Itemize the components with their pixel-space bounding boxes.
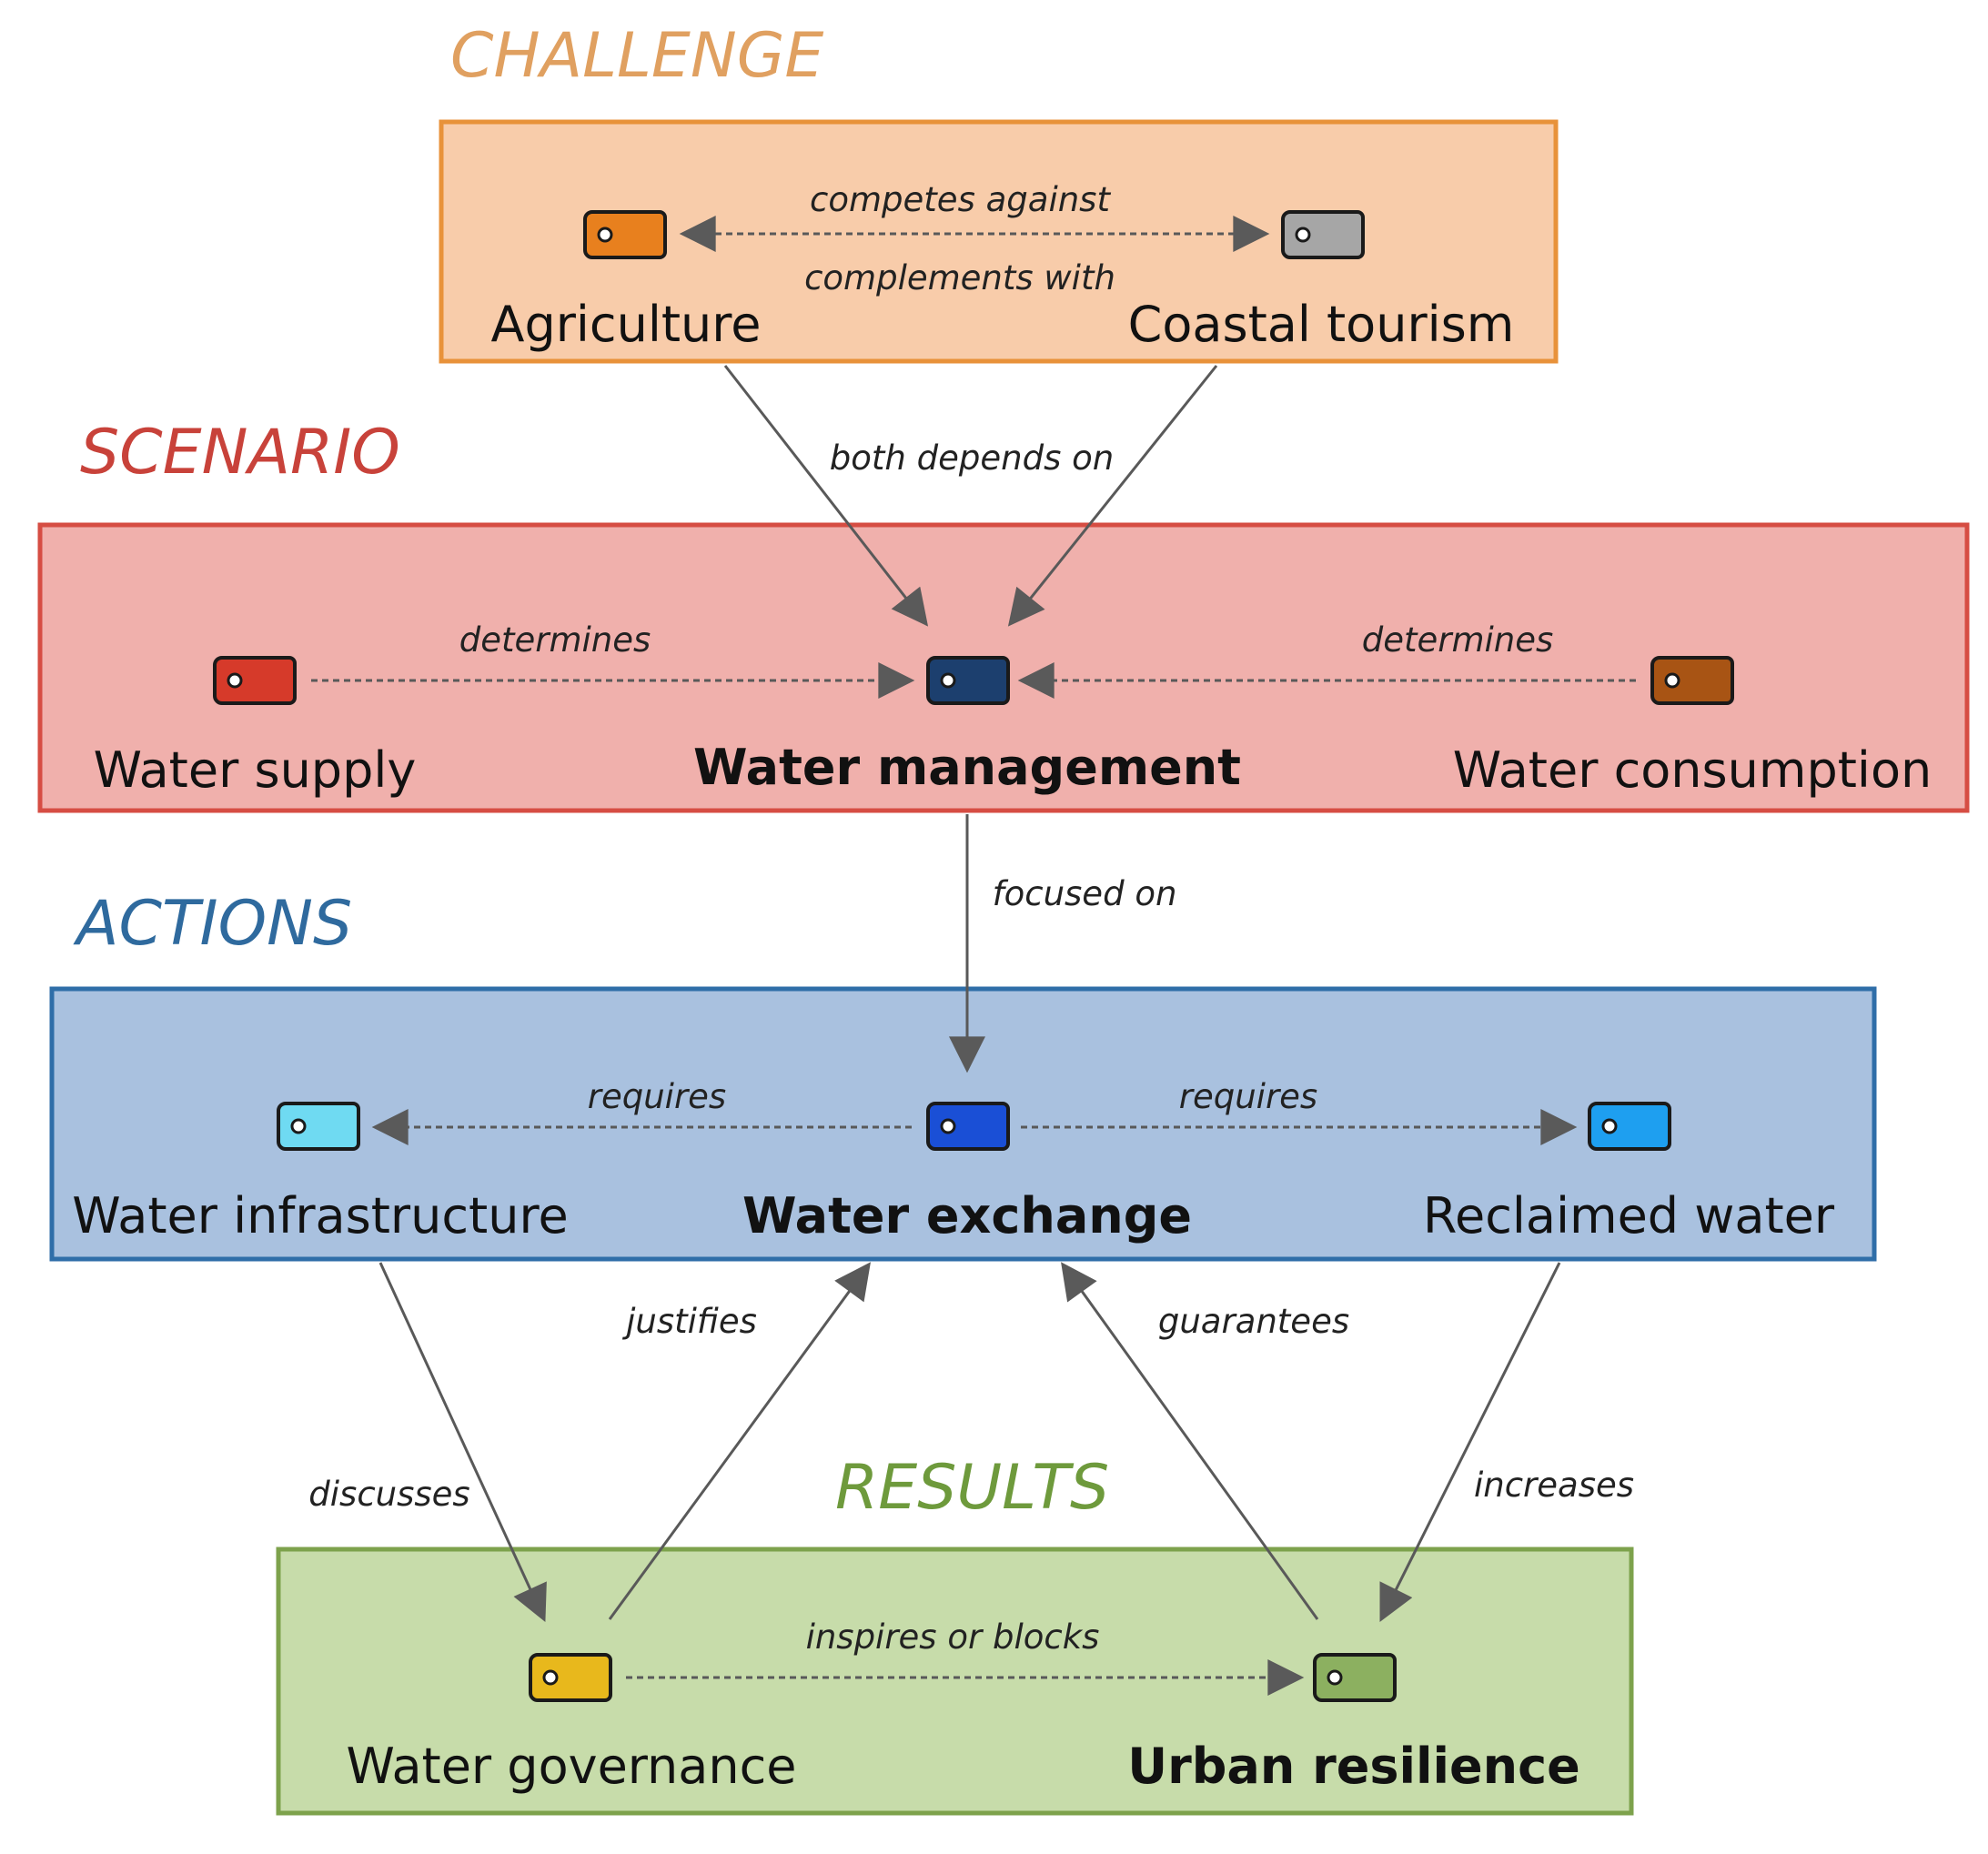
water-supply-label: Water supply [94, 741, 417, 799]
water-infrastructure-tag-icon [277, 1102, 360, 1151]
discusses-label: discusses [308, 1475, 469, 1514]
determines-left-label: determines [459, 620, 651, 660]
edge-water-governance-to-water-exchange [608, 1262, 871, 1620]
water-exchange-tag-icon [926, 1102, 1010, 1151]
justifies-label: justifies [621, 1302, 757, 1341]
water-governance-label: Water governance [347, 1738, 797, 1795]
water-consumption-label: Water consumption [1453, 741, 1932, 799]
water-infrastructure-label: Water infrastructure [72, 1187, 568, 1244]
inspires-or-blocks-label: inspires or blocks [806, 1617, 1100, 1657]
determines-right-label: determines [1362, 620, 1554, 660]
increases-label: increases [1474, 1466, 1634, 1505]
agriculture-tag-icon [583, 210, 667, 259]
water-consumption-tag-icon [1650, 656, 1734, 705]
challenge-title: CHALLENGE [450, 20, 823, 92]
coastal-tourism-label: Coastal tourism [1128, 296, 1515, 353]
scenario-title: SCENARIO [80, 417, 400, 489]
urban-resilience-tag-icon [1313, 1653, 1397, 1702]
edge-urban-resilience-to-water-exchange [1061, 1262, 1319, 1620]
edge-reclaimed-water-to-urban-resilience [1379, 1262, 1561, 1622]
actions-title: ACTIONS [73, 888, 352, 960]
competes-against-label: competes against [810, 180, 1111, 219]
water-management-label: Water management [693, 739, 1241, 796]
edge-coastal-tourism-to-water-management [1007, 365, 1218, 627]
urban-resilience-label: Urban resilience [1127, 1738, 1579, 1795]
agriculture-label: Agriculture [491, 296, 762, 353]
complements-with-label: complements with [804, 258, 1115, 297]
edge-agriculture-to-water-management [723, 365, 929, 627]
guarantees-label: guarantees [1158, 1302, 1349, 1341]
results-title: RESULTS [835, 1452, 1109, 1524]
requires-left-label: requires [588, 1077, 726, 1116]
water-management-tag-icon [926, 656, 1010, 705]
requires-right-label: requires [1179, 1077, 1317, 1116]
water-supply-tag-icon [213, 656, 297, 705]
water-governance-tag-icon [529, 1653, 612, 1702]
edge-water-infrastructure-to-water-governance [378, 1262, 547, 1623]
reclaimed-water-tag-icon [1588, 1102, 1671, 1151]
reclaimed-water-label: Reclaimed water [1423, 1187, 1835, 1244]
both-depends-on-label: both depends on [830, 438, 1114, 478]
focused-on-label: focused on [993, 874, 1177, 913]
coastal-tourism-tag-icon [1281, 210, 1365, 259]
water-exchange-label: Water exchange [742, 1187, 1192, 1244]
